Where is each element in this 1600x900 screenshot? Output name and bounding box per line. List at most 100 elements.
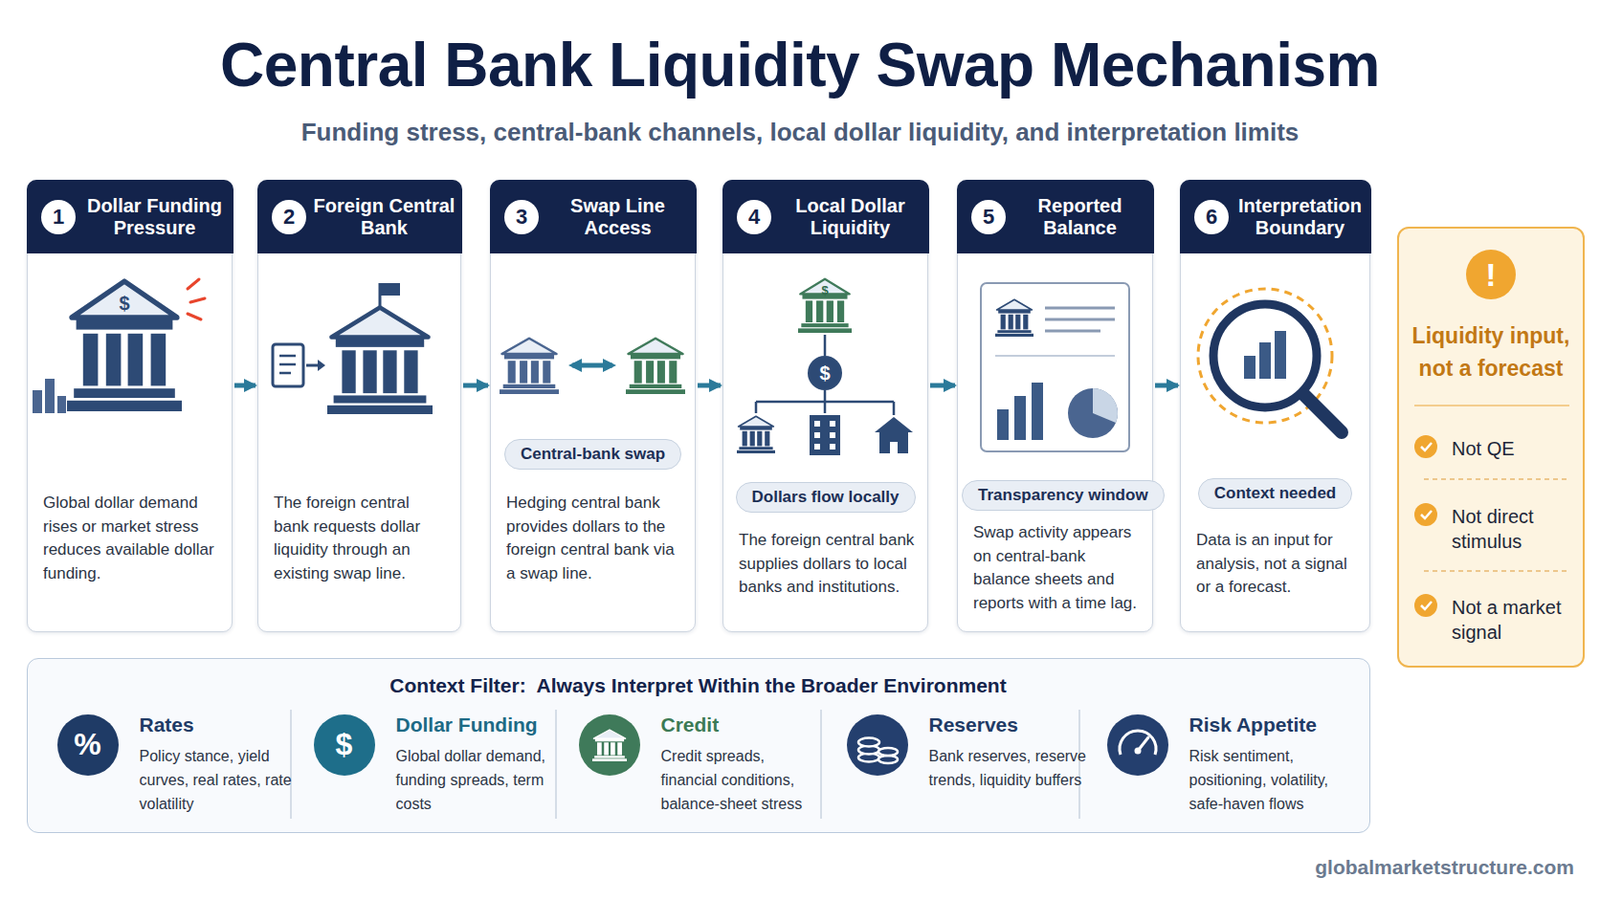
step-number: 2 <box>283 204 295 230</box>
panel-item-slot: Not QE <box>1451 436 1578 462</box>
card-five-art <box>980 283 1130 452</box>
alert-icon-slot: ! <box>1466 249 1516 300</box>
context-item-heading: Dollar Funding <box>396 712 554 738</box>
currency-symbol: $ <box>118 292 130 315</box>
context-icon-slot: % <box>57 714 119 777</box>
step-body: Data is an input for analysis, not a sig… <box>1196 529 1358 600</box>
step-heading: Reported Balance <box>1010 195 1150 240</box>
step-number: 5 <box>982 204 995 230</box>
icon-glyph: $ <box>335 727 354 763</box>
panel-item: Not direct stimulus <box>1451 504 1578 555</box>
panel-marks <box>1414 405 1570 618</box>
context-heading: Context Filter: Always Interpret Within … <box>389 674 1006 698</box>
note-panel: !Liquidity input, not a forecastNot QENo… <box>1397 226 1585 668</box>
step-card: 1 Dollar Funding PressureGlobal dollar de… <box>26 179 233 633</box>
context-item-heading: Risk Appetite <box>1189 712 1347 738</box>
tag-pill: Context needed <box>1198 478 1354 510</box>
context-item-heading-slot: Credit <box>661 712 819 738</box>
context-item-body-slot: Policy stance, yield curves, real rates,… <box>139 744 299 817</box>
step-card: 2 Foreign Central BankThe foreign central… <box>257 179 462 633</box>
step-number-slot: 6 <box>1194 200 1229 235</box>
tag-text: Transparency window <box>977 486 1149 506</box>
icon-glyph: % <box>73 727 101 763</box>
panel-item-slot: Not a market signal <box>1451 595 1578 645</box>
context-panel: % RatesPolicy stance, yield curves, real … <box>26 658 1371 834</box>
context-item: CreditCredit spreads, financial conditio… <box>577 712 819 826</box>
step-body: The foreign central bank requests dollar… <box>273 491 449 586</box>
step-number-slot: 4 <box>736 200 772 235</box>
context-item-body-slot: Bank reserves, reserve trends, liquidity… <box>929 744 1089 793</box>
card-one-art <box>32 279 205 414</box>
context-item-body: Credit spreads, financial conditions, ba… <box>661 744 821 817</box>
tag-text: Context needed <box>1214 484 1337 504</box>
step-heading: Interpretation Boundary <box>1233 195 1367 240</box>
step-number: 1 <box>52 204 65 230</box>
label-slot: $ <box>105 289 144 317</box>
step-heading-slot: Interpretation Boundary <box>1233 180 1367 253</box>
context-item-body: Global dollar demand, funding spreads, t… <box>396 744 556 817</box>
diagram-title: Central Bank Liquidity Swap Mechanism <box>220 29 1380 101</box>
tag-pill: Dollars flow locally <box>735 482 916 513</box>
step-heading-slot: Foreign Central Bank <box>311 180 458 253</box>
flow-arrow <box>930 383 956 389</box>
label-slot: $ <box>805 276 845 304</box>
step-number: 4 <box>748 204 760 230</box>
context-item: % RatesPolicy stance, yield curves, real … <box>55 712 297 826</box>
context-item: ReservesBank reserves, reserve trends, l… <box>844 712 1087 826</box>
context-item-heading-slot: Dollar Funding <box>396 712 554 738</box>
step-heading: Local Dollar Liquidity <box>776 195 925 240</box>
panel-item: Not a market signal <box>1451 595 1578 645</box>
step-number-slot: 2 <box>271 200 307 235</box>
step-heading: Dollar Funding Pressure <box>80 195 229 240</box>
context-item-body: Risk sentiment, positioning, volatility,… <box>1189 744 1349 817</box>
context-item-body-slot: Global dollar demand, funding spreads, t… <box>396 744 556 817</box>
step-body-slot: Swap activity appears on central-bank ba… <box>973 521 1141 616</box>
step-body-slot: The foreign central bank supplies dollar… <box>738 529 916 600</box>
currency-symbol: $ <box>821 283 828 298</box>
flow-arrow <box>697 383 721 389</box>
step-number-slot: 3 <box>504 200 539 235</box>
context-item-heading: Rates <box>139 712 297 738</box>
step-body-slot: The foreign central bank requests dollar… <box>273 491 449 586</box>
step-number: 6 <box>1205 204 1218 230</box>
step-card: Context needed 6 Interpretation BoundaryDa… <box>1179 179 1371 633</box>
step-heading: Swap Line Access <box>543 195 692 240</box>
panel-item: Not QE <box>1451 436 1578 462</box>
watermark: globalmarketstructure.com <box>1314 856 1575 880</box>
caption-slot: Funding stress, central-bank channels, l… <box>0 112 1600 152</box>
step-heading: Foreign Central Bank <box>311 195 458 240</box>
step-body-slot: Global dollar demand rises or market str… <box>43 491 221 586</box>
tag-text: Central-bank swap <box>520 444 666 465</box>
step-heading-slot: Swap Line Access <box>543 180 692 253</box>
card-three-art <box>499 338 686 395</box>
context-icon-slot: $ <box>313 714 376 777</box>
step-heading-slot: Dollar Funding Pressure <box>80 180 229 253</box>
card-two-art <box>272 283 433 415</box>
currency-symbol: $ <box>819 362 830 385</box>
card-six-art <box>1198 288 1342 433</box>
step-heading-slot: Local Dollar Liquidity <box>776 180 925 253</box>
diagram-caption: Funding stress, central-bank channels, l… <box>301 117 1300 148</box>
label-slot: globalmarketstructure.com <box>1191 854 1575 882</box>
context-icons <box>57 710 1169 820</box>
step-number: 3 <box>515 204 528 230</box>
tag-pill: Central-bank swap <box>504 439 682 470</box>
panel-item-slot: Not direct stimulus <box>1451 504 1578 555</box>
context-item: Risk AppetiteRisk sentiment, positioning… <box>1105 712 1347 826</box>
context-heading-slot: Context Filter: Always Interpret Within … <box>27 672 1369 700</box>
step-number-slot: 1 <box>41 200 76 235</box>
step-card: Central-bank swap 3 Swap Line AccessHedgin… <box>489 179 696 633</box>
context-item-heading-slot: Risk Appetite <box>1189 712 1347 738</box>
context-item-heading-slot: Reserves <box>929 712 1087 738</box>
title-slot: Central Bank Liquidity Swap Mechanism <box>0 24 1600 106</box>
context-item-body-slot: Credit spreads, financial conditions, ba… <box>661 744 821 817</box>
context-item-body: Policy stance, yield curves, real rates,… <box>139 744 299 817</box>
step-body: The foreign central bank supplies dollar… <box>738 529 916 600</box>
step-body-slot: Hedging central bank provides dollars to… <box>506 491 684 586</box>
tag-text: Dollars flow locally <box>752 488 900 508</box>
step-heading-slot: Reported Balance <box>1010 180 1150 253</box>
step-card: Transparency window 5 Reported BalanceSwap… <box>956 179 1154 633</box>
step-number-slot: 5 <box>971 200 1006 235</box>
context-item-heading: Reserves <box>929 712 1087 738</box>
